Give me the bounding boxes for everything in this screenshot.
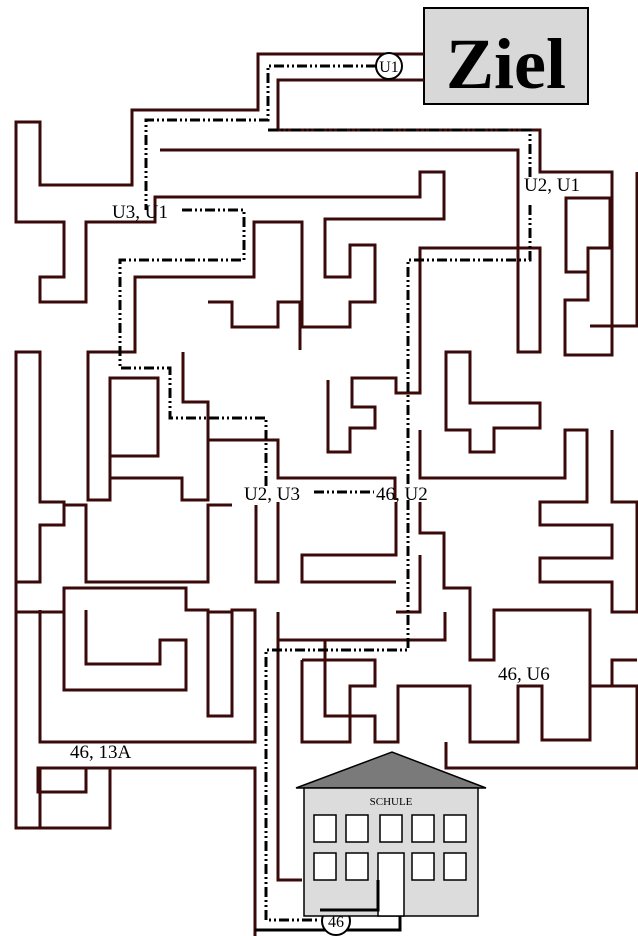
school-roof bbox=[296, 752, 486, 788]
goal-label: Ziel bbox=[446, 24, 566, 104]
school-window bbox=[346, 815, 368, 842]
school-window bbox=[380, 815, 402, 842]
goal-box: Ziel bbox=[424, 8, 588, 104]
school-window bbox=[444, 853, 466, 880]
school-sign: SCHULE bbox=[370, 796, 413, 808]
school-window bbox=[314, 815, 336, 842]
label-46-13a: 46, 13A bbox=[70, 742, 132, 763]
label-46-u2: 46, U2 bbox=[376, 484, 428, 505]
stop-u1-label: U1 bbox=[379, 59, 399, 76]
school-window bbox=[444, 815, 466, 842]
school-building: SCHULE bbox=[296, 752, 486, 916]
school-window bbox=[412, 815, 434, 842]
label-u2-u3: U2, U3 bbox=[244, 484, 300, 505]
label-u3-u1: U3, U1 bbox=[112, 202, 168, 223]
school-window bbox=[314, 853, 336, 880]
stop-u1: U1 bbox=[376, 53, 402, 79]
school-door bbox=[378, 853, 404, 916]
label-46-u6: 46, U6 bbox=[498, 664, 550, 685]
school-window bbox=[412, 853, 434, 880]
school-window bbox=[346, 853, 368, 880]
label-u2-u1: U2, U1 bbox=[524, 175, 580, 196]
